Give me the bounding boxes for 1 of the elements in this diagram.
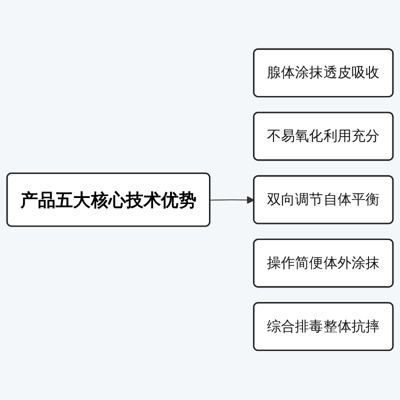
arrow (210, 196, 255, 204)
